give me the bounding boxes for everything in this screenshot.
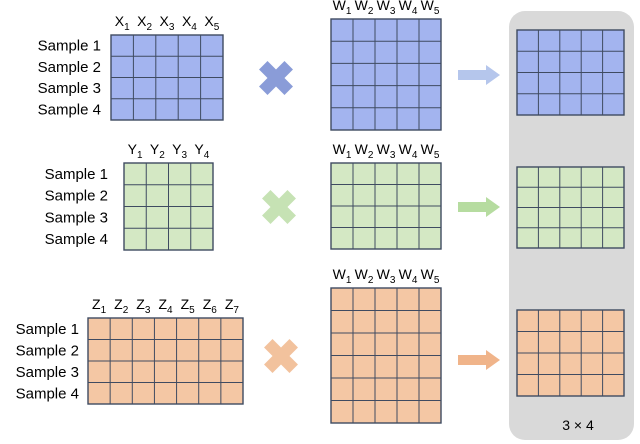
sample-label: Sample 4 [38,101,101,118]
z-sample-labels: Sample 1 Sample 2 Sample 3 Sample 4 [16,321,79,403]
sample-label: Sample 3 [45,209,108,226]
z-input-header: Z1 Z2 Z3 Z4 Z5 Z6 Z7 [92,296,239,316]
x-input-matrix [110,34,224,121]
column-label: W3 [377,141,396,161]
column-label: W5 [421,141,440,161]
column-label: W5 [421,266,440,286]
y-sample-labels: Sample 1 Sample 2 Sample 3 Sample 4 [45,166,108,248]
sample-label: Sample 4 [45,231,108,248]
column-label: Y1 [128,141,143,161]
x-weight-matrix [330,18,442,131]
sample-label: Sample 2 [38,59,101,76]
sample-label: Sample 2 [45,188,108,205]
output-caption: 3 × 4 [562,417,594,433]
x-multiply-icon [259,61,293,95]
column-label: W2 [355,266,374,286]
z-multiply-icon [264,339,298,373]
sample-label: Sample 3 [16,364,79,381]
column-label: X1 [115,13,130,33]
y-input-header: Y1 Y2 Y3 Y4 [128,141,210,161]
z-weight-matrix [330,287,442,424]
x-sample-labels: Sample 1 Sample 2 Sample 3 Sample 4 [38,38,101,119]
column-label: Y2 [150,141,165,161]
x-output-matrix [516,29,625,116]
column-label: Z1 [92,296,107,316]
column-label: Z6 [203,296,218,316]
column-label: W3 [377,0,396,17]
column-label: W4 [399,0,418,17]
sample-label: Sample 2 [16,342,79,359]
column-label: Z4 [158,296,173,316]
column-label: X2 [137,13,152,33]
column-label: W5 [421,0,440,17]
sample-label: Sample 4 [16,385,79,402]
column-label: W2 [355,141,374,161]
sample-label: Sample 1 [38,38,101,55]
z-arrow-icon [458,350,500,370]
z-input-matrix [87,317,244,405]
column-label: X4 [182,13,197,33]
column-label: W1 [333,141,352,161]
y-multiply-icon [262,190,296,224]
column-label: W1 [333,0,352,17]
column-label: Z7 [225,296,240,316]
column-label: W1 [333,266,352,286]
column-label: W4 [399,266,418,286]
column-label: Y3 [172,141,187,161]
x-input-header: X1 X2 X3 X4 X5 [115,13,220,33]
sample-label: Sample 3 [38,80,101,97]
column-label: W2 [355,0,374,17]
column-label: Z5 [181,296,196,316]
y-output-matrix [516,166,625,249]
y-weight-matrix [330,162,442,250]
column-label: Z2 [114,296,129,316]
x-arrow-icon [458,65,500,85]
sample-label: Sample 1 [16,321,79,338]
column-label: Z3 [136,296,151,316]
column-label: W3 [377,266,396,286]
sample-label: Sample 1 [45,166,108,183]
column-label: Y4 [194,141,209,161]
column-label: X5 [204,13,219,33]
y-input-matrix [123,162,214,251]
z-output-matrix [516,309,625,397]
column-label: X3 [160,13,175,33]
y-arrow-icon [458,197,500,217]
column-label: W4 [399,141,418,161]
